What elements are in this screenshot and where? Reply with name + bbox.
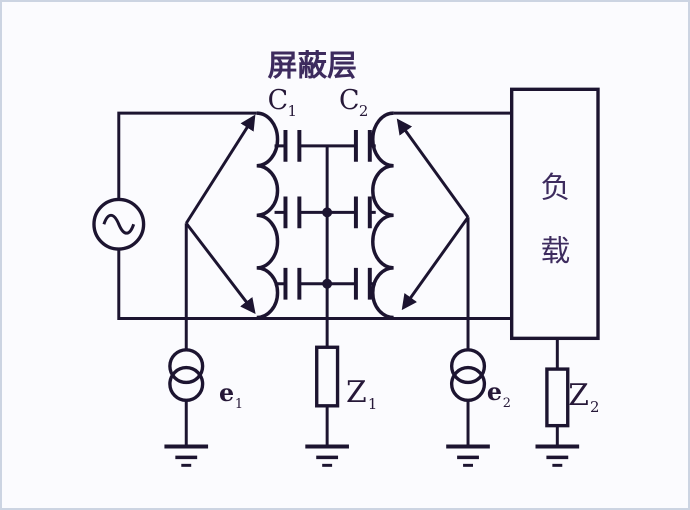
arrow-primary-bottom <box>185 222 256 315</box>
noise-source2-icon <box>449 348 487 403</box>
noise-source1-bottom-circle <box>168 365 205 403</box>
load-label-char2: 载 <box>540 234 570 269</box>
junction-dot-bottom <box>322 278 333 289</box>
capacitor-plates-row1 <box>283 129 372 162</box>
noise-source2-top-circle <box>449 348 487 385</box>
ground-icon-e1 <box>164 444 209 467</box>
noise-source2-bottom-circle <box>449 365 487 403</box>
ground-icon-e2 <box>446 444 490 467</box>
ground-icon-z1 <box>305 444 349 467</box>
capacitor2-subscript: 2 <box>359 102 368 120</box>
noise-source1-icon <box>168 348 205 403</box>
coupling-arrows <box>184 114 470 315</box>
secondary-winding-coil <box>371 111 394 320</box>
impedance1-subscript: 1 <box>368 395 377 413</box>
load-box <box>509 87 600 341</box>
shield-capacitors <box>283 129 372 300</box>
arrow-primary-top <box>184 114 256 225</box>
ground-icon-z2 <box>535 444 580 467</box>
capacitor-plates-row3 <box>283 267 372 300</box>
impedance2-label: Z <box>568 378 589 413</box>
shield-layer-title: 屏蔽层 <box>268 48 357 83</box>
impedance1-box <box>315 345 340 408</box>
source-loop-wire <box>117 111 512 320</box>
capacitor-plates-row2 <box>283 196 372 229</box>
noise-source1-top-circle <box>168 348 205 385</box>
impedance2-box <box>545 367 570 428</box>
capacitor1-label: C <box>268 85 288 116</box>
arrow-secondary-bottom <box>401 216 470 311</box>
load-label-char1: 负 <box>540 170 570 205</box>
impedance2-subscript: 2 <box>590 398 599 416</box>
capacitor2-label: C <box>339 85 359 116</box>
sine-wave-icon <box>102 213 136 235</box>
noise-source1-subscript: 1 <box>235 397 243 412</box>
primary-winding-coil <box>256 111 280 320</box>
junction-dot-middle <box>322 207 333 218</box>
ac-source-circle <box>92 197 146 251</box>
noise-source2-label: e <box>487 378 502 406</box>
impedance1-label: Z <box>346 375 367 410</box>
capacitor1-subscript: 1 <box>287 102 296 120</box>
ac-source-icon <box>92 197 146 251</box>
noise-source1-label: e <box>219 379 234 407</box>
noise-source2-subscript: 2 <box>503 396 511 411</box>
arrow-secondary-top <box>396 118 470 219</box>
